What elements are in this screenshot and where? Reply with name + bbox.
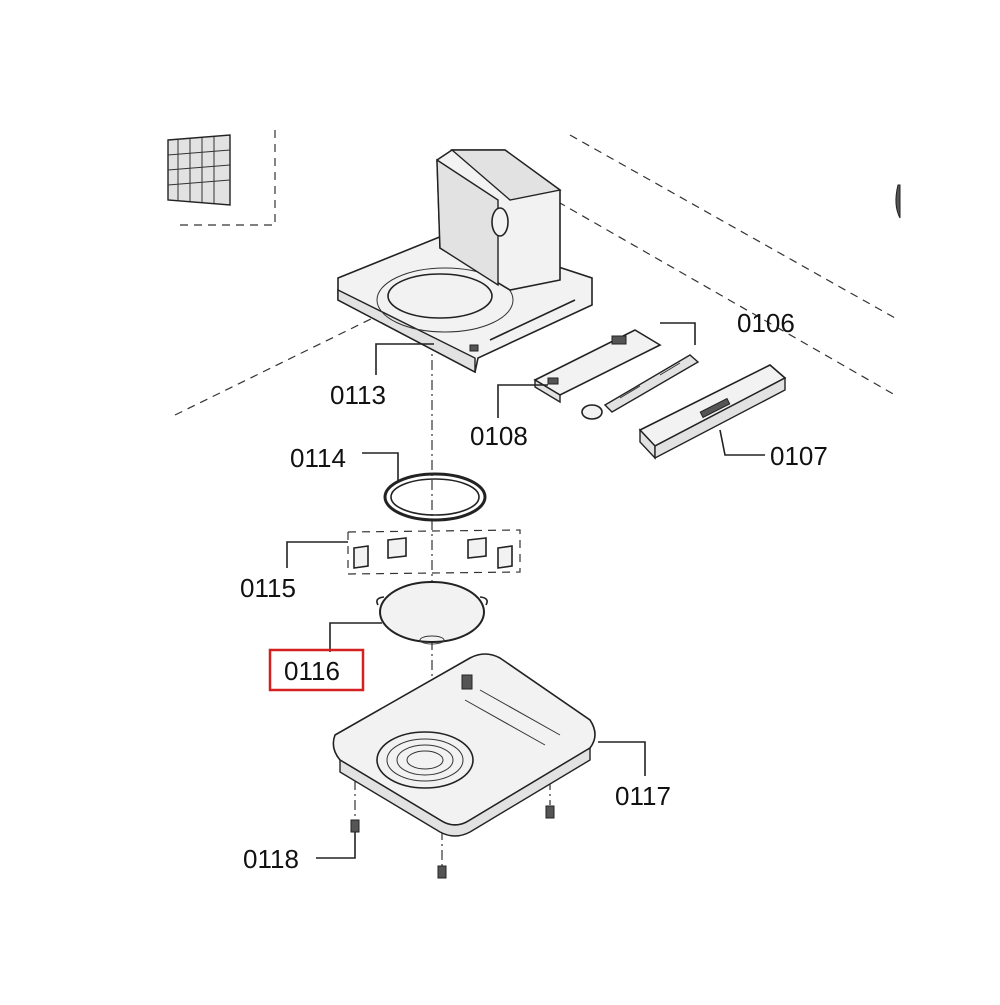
part-label-0108: 0108 — [470, 421, 528, 451]
part-0115-clips — [347, 529, 521, 575]
part-label-0114: 0114 — [290, 443, 346, 473]
part-label-0116: 0116 — [284, 656, 340, 686]
part-label-0106: 0106 — [737, 308, 795, 338]
part-0107-display-cover — [638, 364, 787, 460]
part-0117-base-housing — [332, 653, 596, 837]
part-label-0118: 0118 — [243, 844, 299, 874]
part-0116-round-plate — [376, 581, 488, 645]
part-label-0113: 0113 — [330, 380, 386, 410]
leader-lines — [286, 322, 765, 859]
edge-fragment — [895, 184, 901, 219]
grille-fragment — [167, 134, 231, 206]
part-0113-top-housing — [337, 149, 593, 374]
part-0118-screws — [350, 805, 555, 879]
part-0106-strip — [603, 354, 700, 413]
part-labels: 0106 0107 0108 0113 0114 0115 0116 0117 … — [240, 308, 828, 874]
part-label-0107: 0107 — [770, 441, 828, 471]
part-0108-control-board — [533, 329, 662, 420]
part-label-0117: 0117 — [615, 781, 671, 811]
highlight-box — [268, 648, 365, 692]
part-0114-sealing-ring — [383, 472, 487, 522]
part-label-0115: 0115 — [240, 573, 296, 603]
